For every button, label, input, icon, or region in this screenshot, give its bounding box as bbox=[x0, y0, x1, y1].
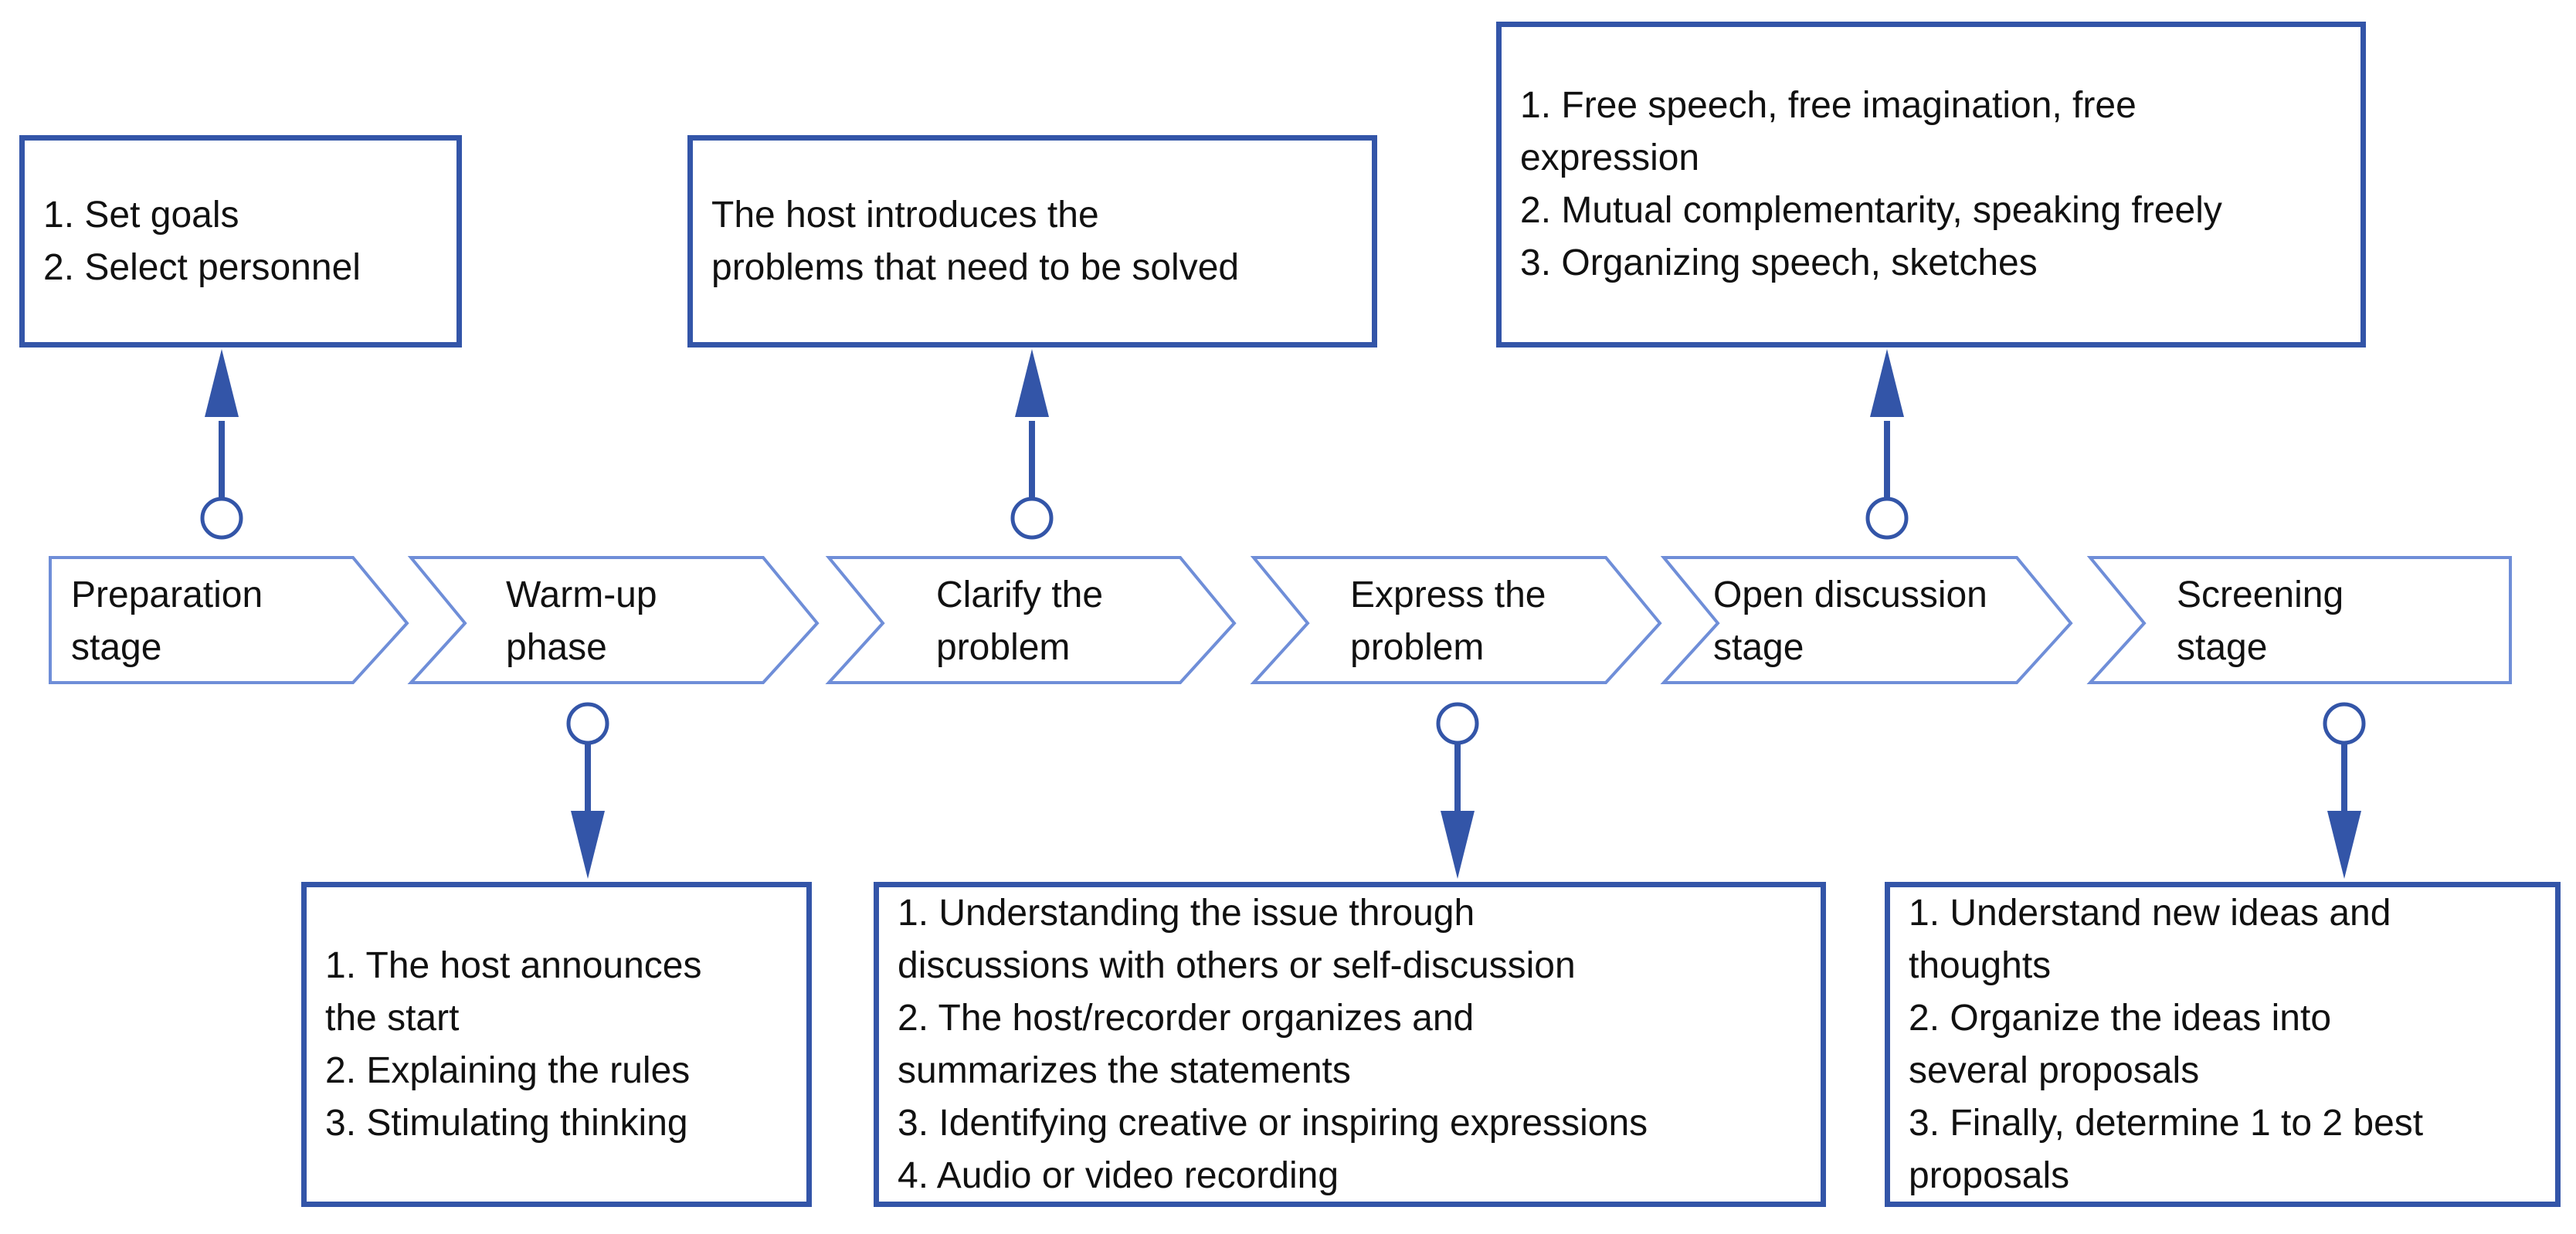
stage-chevron-screening[interactable] bbox=[2086, 556, 2512, 684]
box-line: problems that need to be solved bbox=[711, 246, 1240, 288]
stage-label-express: Express the problem bbox=[1350, 569, 1546, 674]
box-line: summarizes the statements bbox=[898, 1049, 1351, 1091]
box-line: 3. Finally, determine 1 to 2 best bbox=[1909, 1102, 2424, 1144]
box-open-discussion: 1. Free speech, free imagination, free e… bbox=[1496, 22, 2366, 347]
stage-label-line: problem bbox=[1350, 627, 1485, 668]
box-line: 1. Understand new ideas and bbox=[1909, 892, 2391, 934]
box-line: expression bbox=[1520, 137, 1700, 178]
box-line: 2. The host/recorder organizes and bbox=[898, 997, 1475, 1039]
box-line: 2. Mutual complementarity, speaking free… bbox=[1520, 190, 2222, 231]
stage-label-line: Open discussion bbox=[1713, 575, 1987, 615]
box-line: the start bbox=[325, 997, 460, 1039]
connector-open-discussion bbox=[1865, 349, 1909, 540]
connector-express bbox=[1436, 702, 1479, 879]
box-line: The host introduces the bbox=[711, 194, 1099, 236]
stage-label-clarify: Clarify the problem bbox=[936, 569, 1103, 674]
box-line: 3. Organizing speech, sketches bbox=[1520, 242, 2038, 283]
stage-label-line: Warm-up bbox=[506, 575, 657, 615]
connector-clarify bbox=[1010, 349, 1054, 540]
stage-label-screening: Screening stage bbox=[2177, 569, 2344, 674]
box-line: 3. Identifying creative or inspiring exp… bbox=[898, 1102, 1648, 1144]
stage-label-line: problem bbox=[936, 627, 1071, 668]
connector-preparation bbox=[200, 349, 243, 540]
stage-chevron-open-discussion[interactable] bbox=[1660, 556, 2073, 684]
stage-chevron-warm-up[interactable] bbox=[407, 556, 820, 684]
connector-circle-icon bbox=[200, 497, 243, 540]
connector-warm-up bbox=[566, 702, 609, 879]
box-clarify: The host introduces the problems that ne… bbox=[687, 135, 1377, 347]
box-line: 1. Understanding the issue through bbox=[898, 892, 1475, 934]
connector-circle-icon bbox=[566, 702, 609, 745]
box-line: 2. Explaining the rules bbox=[325, 1049, 691, 1091]
stage-label-line: Preparation bbox=[71, 575, 263, 615]
stage-label-line: stage bbox=[1713, 627, 1804, 668]
stage-label-line: Screening bbox=[2177, 575, 2344, 615]
box-line: several proposals bbox=[1909, 1049, 2200, 1091]
box-preparation: 1. Set goals 2. Select personnel bbox=[19, 135, 462, 347]
connector-circle-icon bbox=[1436, 702, 1479, 745]
arrow-down-icon bbox=[2327, 811, 2361, 879]
arrow-down-icon bbox=[1441, 811, 1475, 879]
box-warm-up: 1. The host announces the start 2. Expla… bbox=[301, 882, 812, 1207]
box-express: 1. Understanding the issue through discu… bbox=[874, 882, 1826, 1207]
stage-chevron-express[interactable] bbox=[1250, 556, 1662, 684]
box-line: 4. Audio or video recording bbox=[898, 1154, 1339, 1196]
stage-label-line: Clarify the bbox=[936, 575, 1104, 615]
box-line: 2. Select personnel bbox=[43, 246, 361, 288]
stage-label-line: phase bbox=[506, 627, 607, 668]
arrow-up-icon bbox=[1015, 349, 1049, 417]
stage-label-warm-up: Warm-up phase bbox=[506, 569, 657, 674]
connector-screening bbox=[2323, 702, 2366, 879]
stage-label-line: stage bbox=[2177, 627, 2268, 668]
box-line: 1. The host announces bbox=[325, 944, 702, 986]
stage-label-open-discussion: Open discussion stage bbox=[1713, 569, 1987, 674]
box-line: 2. Organize the ideas into bbox=[1909, 997, 2332, 1039]
box-line: proposals bbox=[1909, 1154, 2070, 1196]
box-line: discussions with others or self-discussi… bbox=[898, 944, 1576, 986]
stage-label-preparation: Preparation stage bbox=[71, 569, 263, 674]
arrow-up-icon bbox=[205, 349, 239, 417]
connector-circle-icon bbox=[1010, 497, 1054, 540]
box-line: thoughts bbox=[1909, 944, 2052, 986]
connector-circle-icon bbox=[1865, 497, 1909, 540]
arrow-up-icon bbox=[1870, 349, 1904, 417]
stage-chevron-preparation[interactable] bbox=[49, 556, 409, 684]
box-line: 1. Set goals bbox=[43, 194, 239, 236]
stage-label-line: Express the bbox=[1350, 575, 1546, 615]
box-screening: 1. Understand new ideas and thoughts 2. … bbox=[1885, 882, 2561, 1207]
stage-label-line: stage bbox=[71, 627, 162, 668]
stage-chevron-clarify[interactable] bbox=[825, 556, 1237, 684]
box-line: 3. Stimulating thinking bbox=[325, 1102, 688, 1144]
box-line: 1. Free speech, free imagination, free bbox=[1520, 85, 2136, 126]
arrow-down-icon bbox=[571, 811, 605, 879]
connector-circle-icon bbox=[2323, 702, 2366, 745]
